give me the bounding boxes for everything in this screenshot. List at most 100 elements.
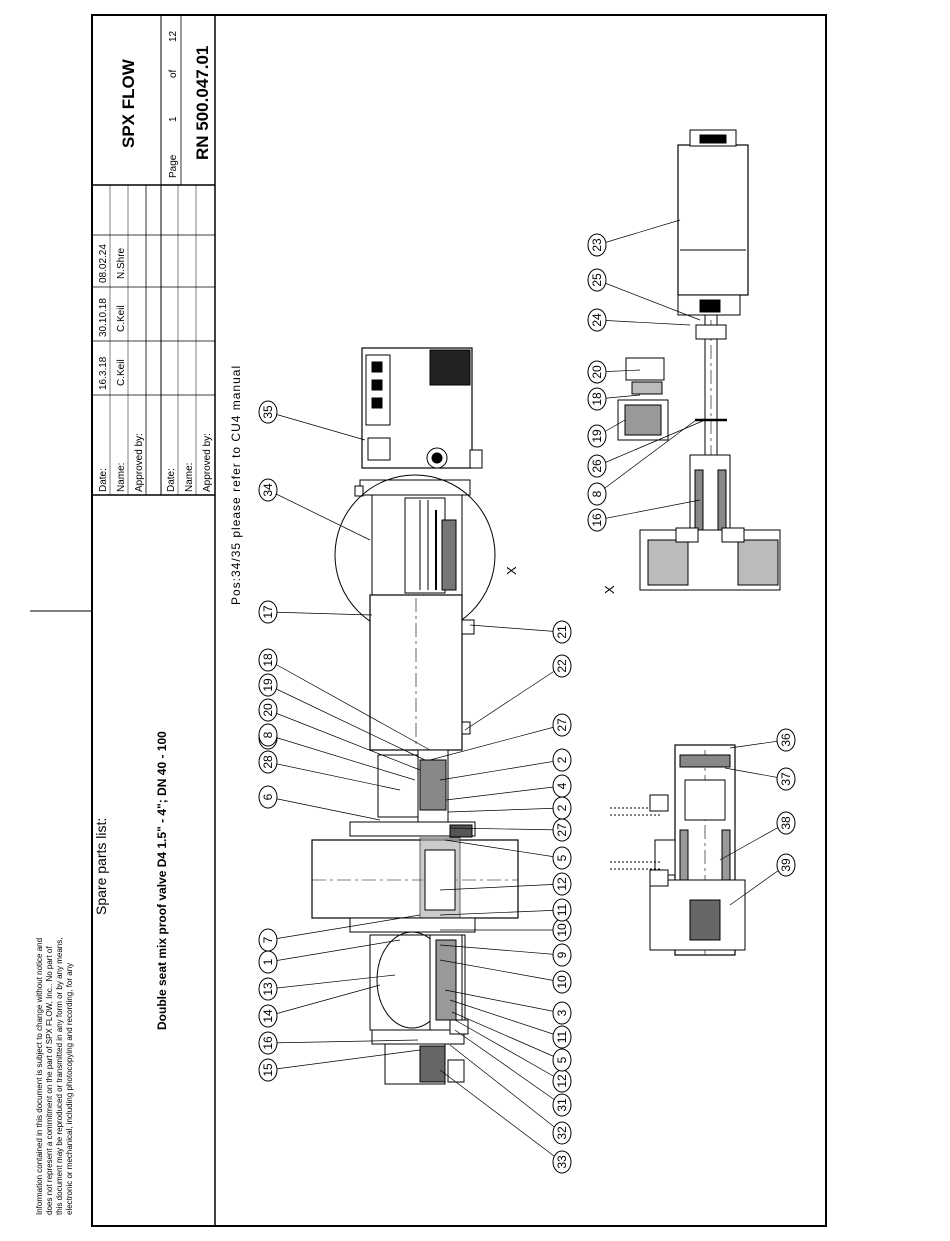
callout-label: 36 — [779, 733, 793, 747]
callout-label: 38 — [779, 816, 793, 830]
callout-label: 10 — [555, 923, 569, 937]
spare-parts-heading: Spare parts list: — [93, 818, 109, 915]
callout-label: 8 — [261, 731, 275, 738]
page-label: Page — [168, 154, 179, 178]
callout-detail-x-6: 24 — [587, 308, 691, 332]
page-of: of — [168, 69, 179, 78]
callout-main-bottom-7: 10 — [439, 959, 572, 994]
callout-label: 21 — [555, 625, 569, 639]
callout-main-bottom-15: 4 — [445, 774, 572, 801]
date-label-2: Date: — [166, 468, 177, 492]
callout-label: 13 — [261, 982, 275, 996]
callout-main-bottom-9: 10 — [440, 918, 572, 942]
callout-main-top-7: 28 — [258, 750, 401, 791]
callout-label: 37 — [779, 772, 793, 786]
callout-main-top-3: 13 — [258, 974, 396, 1001]
callout-main-bottom-19: 21 — [469, 620, 572, 644]
callout-main-bottom-4: 5 — [451, 1011, 572, 1072]
callout-detail-x-4: 18 — [587, 387, 641, 411]
callout-label: 18 — [261, 653, 275, 667]
revision-3-name: N.Shre — [116, 247, 127, 279]
callout-label: 2 — [555, 804, 569, 811]
callout-label: 34 — [261, 483, 275, 497]
detail-x-marker-2: X — [602, 585, 617, 594]
callout-main-bottom-17: 27 — [429, 713, 572, 761]
callout-label: 16 — [261, 1036, 275, 1050]
callout-label: 18 — [590, 392, 604, 406]
callout-main-bottom-18: 22 — [464, 654, 572, 731]
callout-detail-lower-1: 38 — [719, 811, 796, 861]
callout-label: 11 — [555, 903, 569, 916]
callout-main-bottom-1: 32 — [449, 1044, 572, 1145]
callout-label: 12 — [555, 1074, 569, 1088]
callout-layer: 1516141317628298201918173435333231125113… — [258, 219, 796, 1174]
callout-detail-x-3: 19 — [587, 419, 626, 448]
title-block — [92, 15, 215, 496]
callout-label: 8 — [590, 490, 604, 497]
callout-main-bottom-0: 33 — [439, 1069, 572, 1174]
callout-label: 10 — [555, 975, 569, 989]
callout-label: 19 — [590, 429, 604, 443]
callout-label: 33 — [555, 1155, 569, 1169]
detail-lower-drawing — [610, 744, 746, 956]
callout-main-bottom-12: 5 — [444, 839, 572, 870]
callout-label: 20 — [261, 703, 275, 717]
detail-x-marker: X — [504, 566, 519, 575]
callout-label: 5 — [555, 854, 569, 861]
revision-3-date: 08.02.24 — [98, 244, 109, 283]
callout-main-top-1: 16 — [258, 1031, 419, 1055]
disclaimer: Information contained in this document i… — [35, 938, 74, 1215]
callout-label: 39 — [779, 858, 793, 872]
callout-detail-x-7: 25 — [587, 268, 701, 321]
callout-label: 14 — [261, 1009, 275, 1023]
callout-label: 32 — [555, 1126, 569, 1140]
callout-label: 20 — [590, 365, 604, 379]
callout-detail-lower-0: 39 — [729, 853, 796, 906]
callout-main-top-5: 7 — [258, 914, 421, 952]
callout-main-bottom-2: 31 — [454, 1029, 572, 1117]
callout-main-top-11: 19 — [258, 673, 426, 761]
callout-label: 15 — [261, 1063, 275, 1077]
name-label-2: Name: — [184, 463, 195, 492]
callout-label: 25 — [590, 273, 604, 287]
callout-label: 3 — [555, 1009, 569, 1016]
callout-label: 17 — [261, 605, 275, 619]
callout-main-bottom-11: 12 — [439, 872, 572, 896]
callout-main-top-10: 20 — [258, 698, 421, 771]
approved-label: Approved by: — [134, 433, 145, 492]
revision-2-date: 30.10.18 — [98, 298, 109, 337]
callout-detail-lower-3: 36 — [729, 728, 796, 752]
revision-2-name: C.Keil — [116, 305, 127, 332]
callout-label: 23 — [590, 238, 604, 252]
callout-main-bottom-13: 27 — [449, 818, 572, 842]
callout-main-bottom-8: 9 — [439, 943, 572, 967]
callout-label: 35 — [261, 405, 275, 419]
callout-main-bottom-16: 2 — [439, 748, 572, 781]
callout-label: 28 — [261, 755, 275, 769]
callout-detail-x-0: 16 — [587, 499, 701, 532]
callout-label: 24 — [590, 313, 604, 327]
callout-main-bottom-14: 2 — [447, 796, 572, 820]
callout-label: 16 — [590, 513, 604, 527]
callout-label: 4 — [555, 782, 569, 789]
callout-detail-x-5: 20 — [587, 360, 641, 384]
callout-label: 31 — [555, 1098, 569, 1112]
callout-label: 19 — [261, 678, 275, 692]
callout-main-top-9: 8 — [258, 723, 416, 781]
callout-label: 27 — [555, 718, 569, 732]
callout-detail-x-2: 26 — [587, 419, 706, 478]
callout-main-top-0: 15 — [258, 1049, 421, 1082]
callout-main-top-4: 1 — [258, 939, 401, 974]
document-number: RN 500.047.01 — [193, 46, 212, 160]
name-label: Name: — [116, 463, 127, 492]
callout-main-top-14: 34 — [258, 478, 371, 541]
callout-main-top-12: 18 — [258, 648, 431, 751]
page-total: 12 — [168, 30, 179, 42]
date-label: Date: — [98, 468, 109, 492]
svg-text:Information contained in this: Information contained in this document i… — [35, 938, 44, 1215]
callout-main-bottom-6: 3 — [444, 989, 572, 1025]
svg-text:electronic or mechanical, incl: electronic or mechanical, including phot… — [65, 963, 74, 1215]
company-logo: SPX FLOW — [119, 58, 138, 148]
callout-label: 7 — [261, 936, 275, 943]
callout-label: 5 — [555, 1056, 569, 1063]
